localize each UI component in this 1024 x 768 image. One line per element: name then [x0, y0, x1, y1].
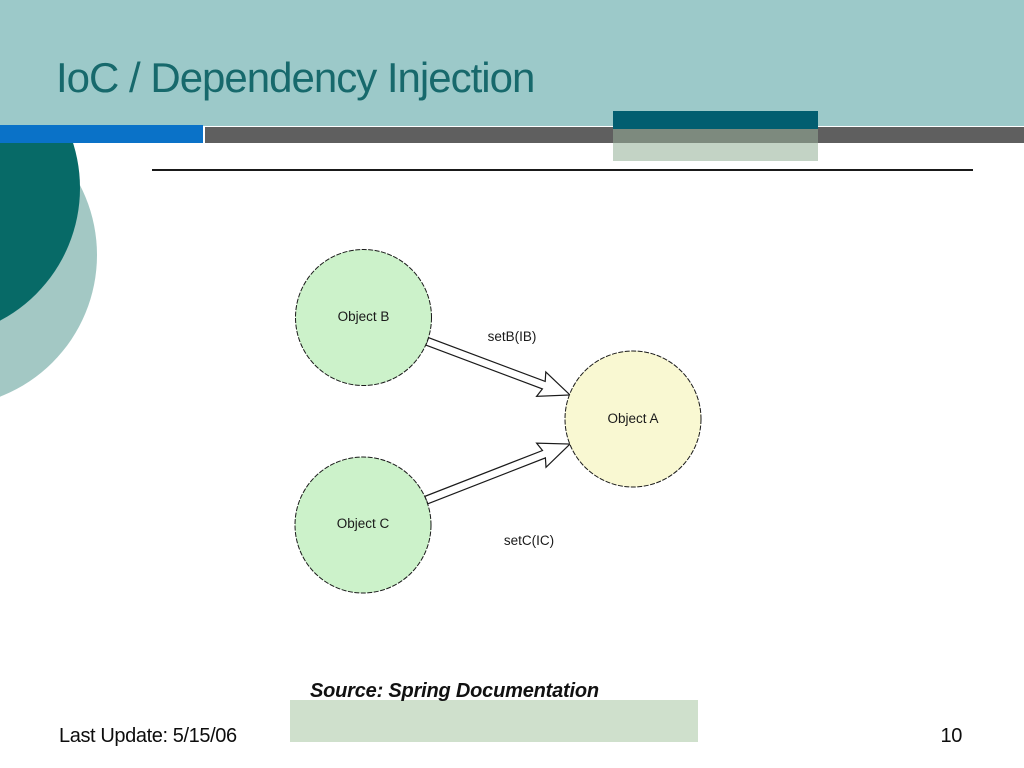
node-label-object-b: Object B	[338, 309, 390, 324]
header-band: IoC / Dependency Injection	[0, 0, 1024, 126]
decor-rect-sage	[613, 143, 818, 161]
node-label-object-a: Object A	[607, 411, 658, 426]
node-object-c	[294, 456, 432, 594]
arrow-c-to-a	[424, 442, 572, 505]
node-object-b	[295, 249, 432, 386]
decor-bar-blue	[0, 125, 203, 143]
slide-title: IoC / Dependency Injection	[56, 54, 535, 101]
footer-last-update: Last Update: 5/15/06	[59, 725, 237, 747]
footer-page-number: 10	[940, 725, 963, 747]
edge-label-setb: setB(IB)	[488, 329, 537, 344]
edge-label-setc: setC(IC)	[504, 533, 554, 548]
decor-rect-teal	[613, 111, 818, 129]
decor-rect-sage-overlap	[613, 129, 818, 143]
node-object-a	[564, 350, 702, 488]
arrow-b-to-a	[425, 336, 572, 398]
header-rule	[152, 169, 973, 171]
decor-footer-rect	[290, 700, 698, 742]
node-label-object-c: Object C	[337, 516, 390, 531]
source-note: Source: Spring Documentation	[310, 680, 599, 702]
dependency-diagram: Object B Object A Object C setB(IB) setC…	[294, 249, 702, 594]
